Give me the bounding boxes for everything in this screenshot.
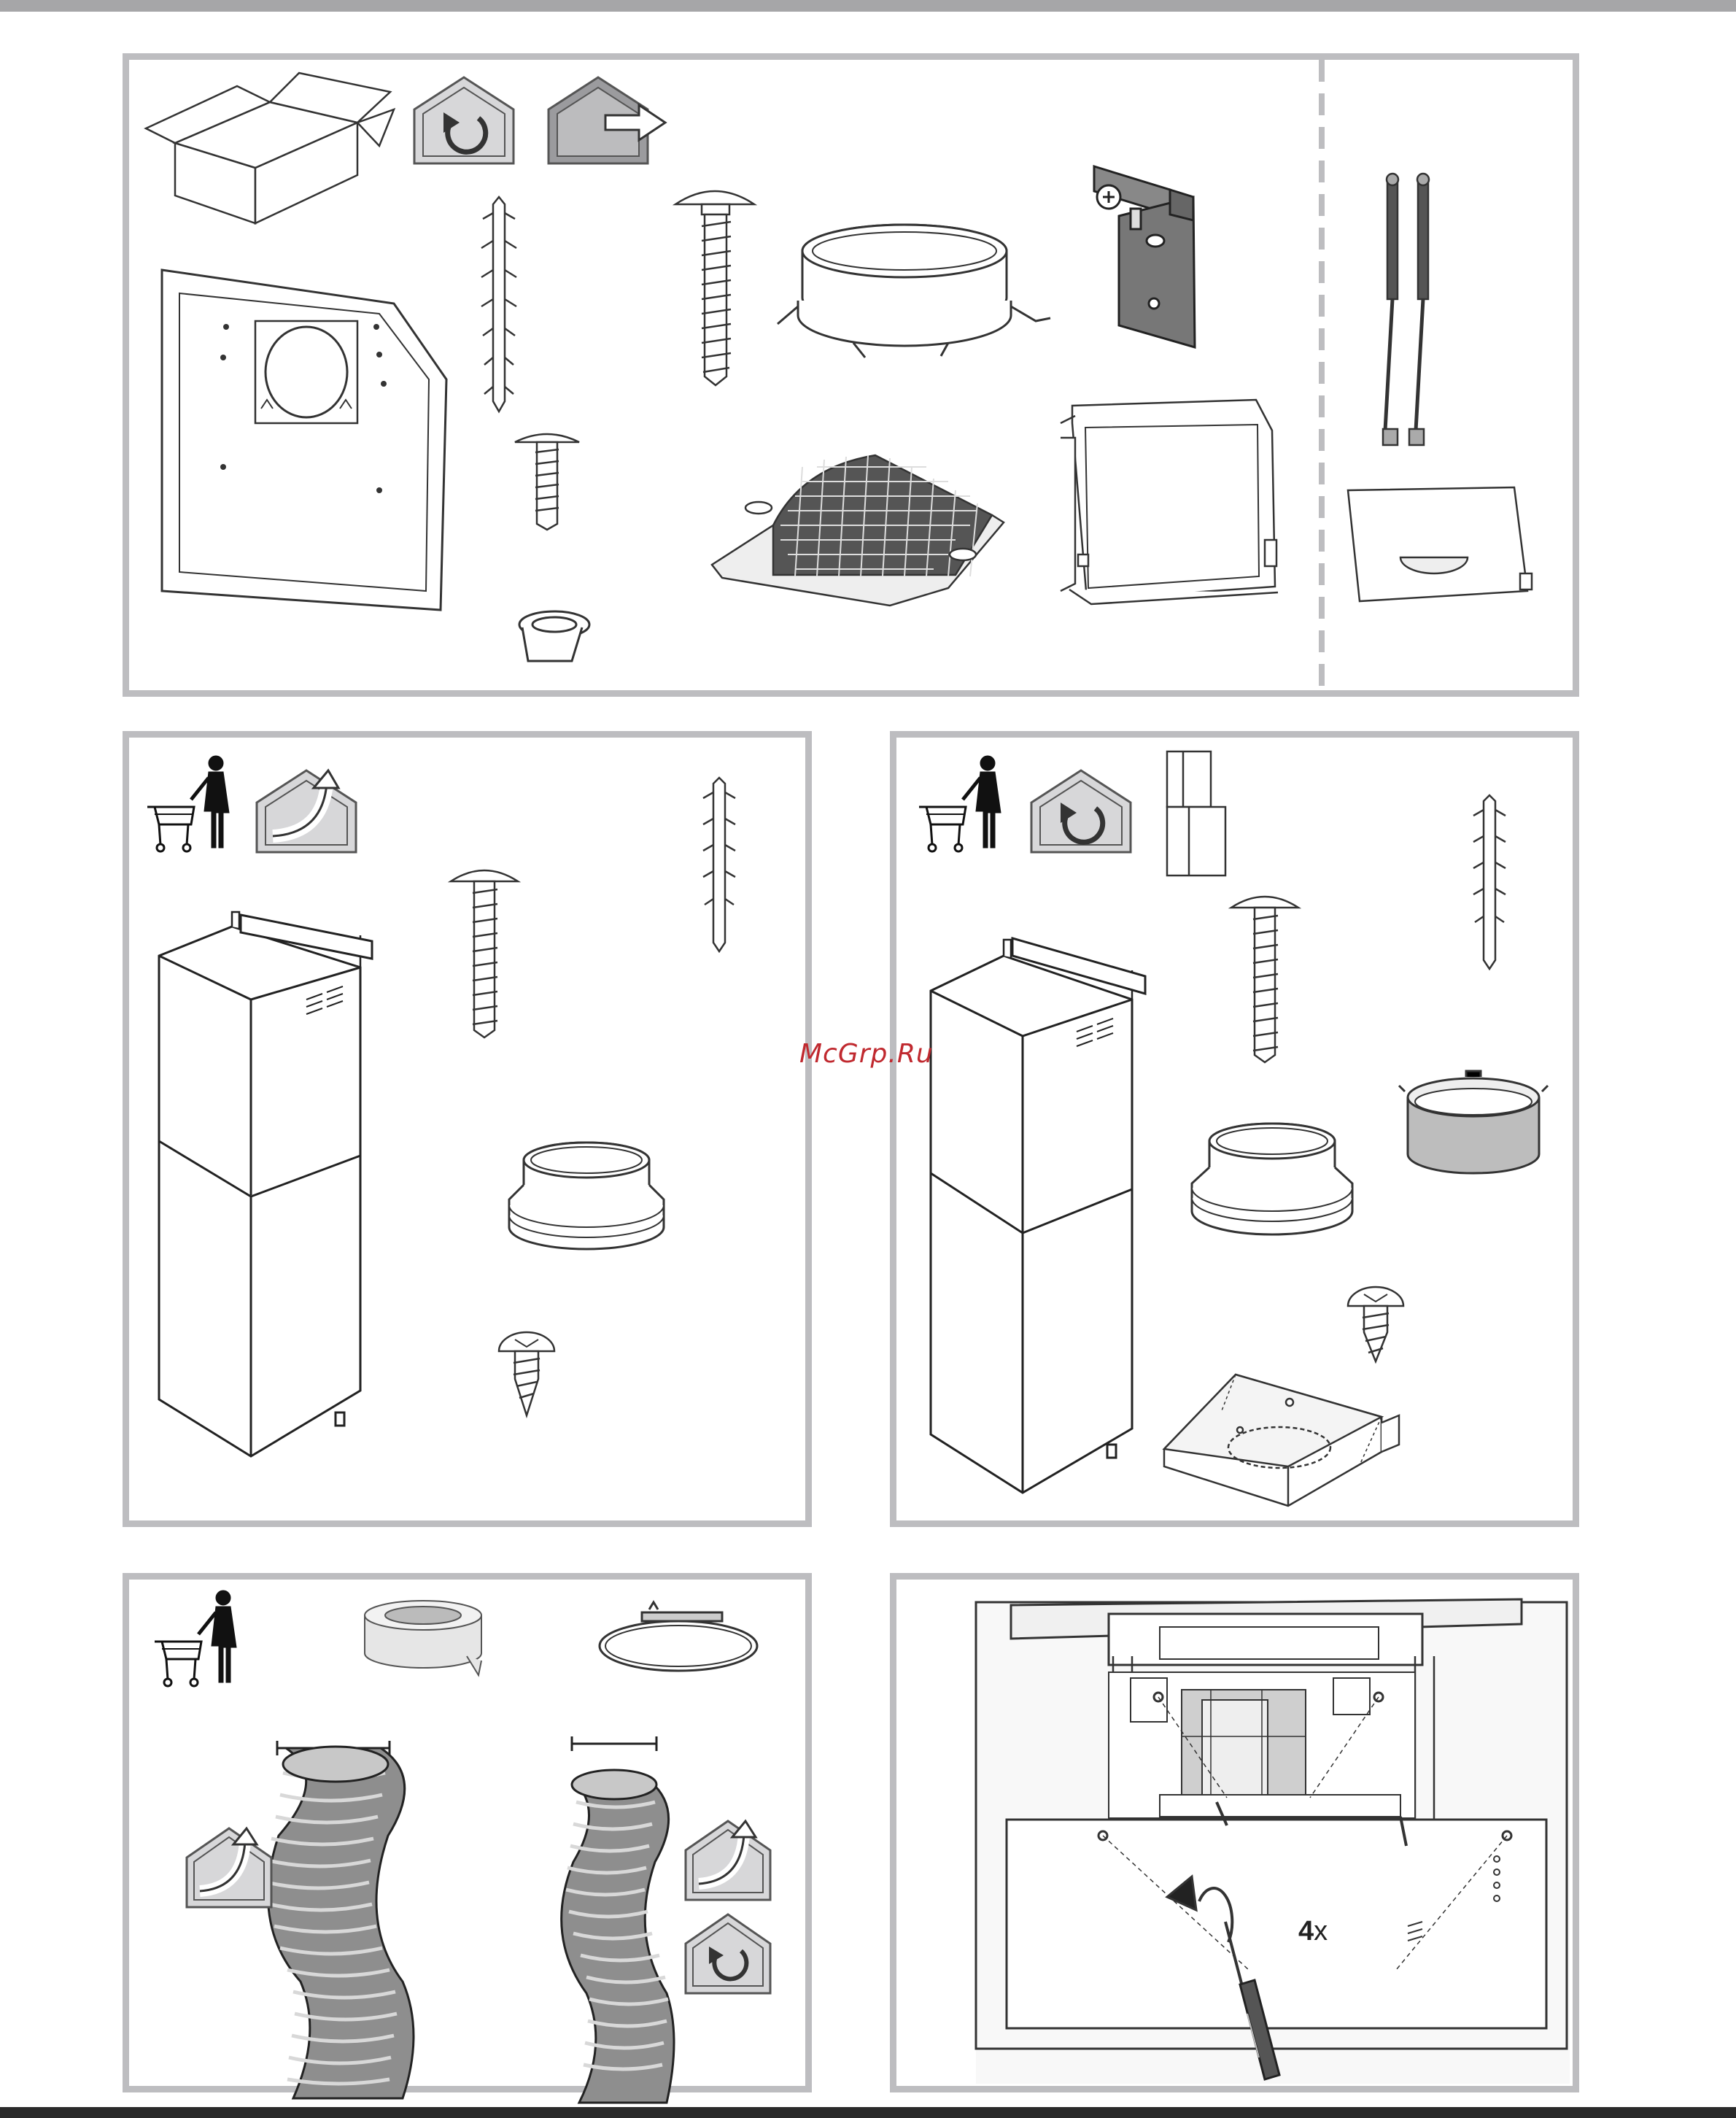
top-rule <box>0 0 1736 12</box>
panel-ducted-chimney-kit <box>123 731 812 1527</box>
panel-filter-removal <box>890 1573 1579 2092</box>
panel-recirculation-chimney-kit <box>890 731 1579 1527</box>
bottom-rule <box>0 2107 1736 2118</box>
watermark: McGrp.Ru <box>799 1039 934 1069</box>
panel-box-contents <box>123 53 1579 697</box>
screw-quantity-label: 4x <box>1298 1916 1328 1947</box>
panel-flexible-duct <box>123 1573 812 2092</box>
